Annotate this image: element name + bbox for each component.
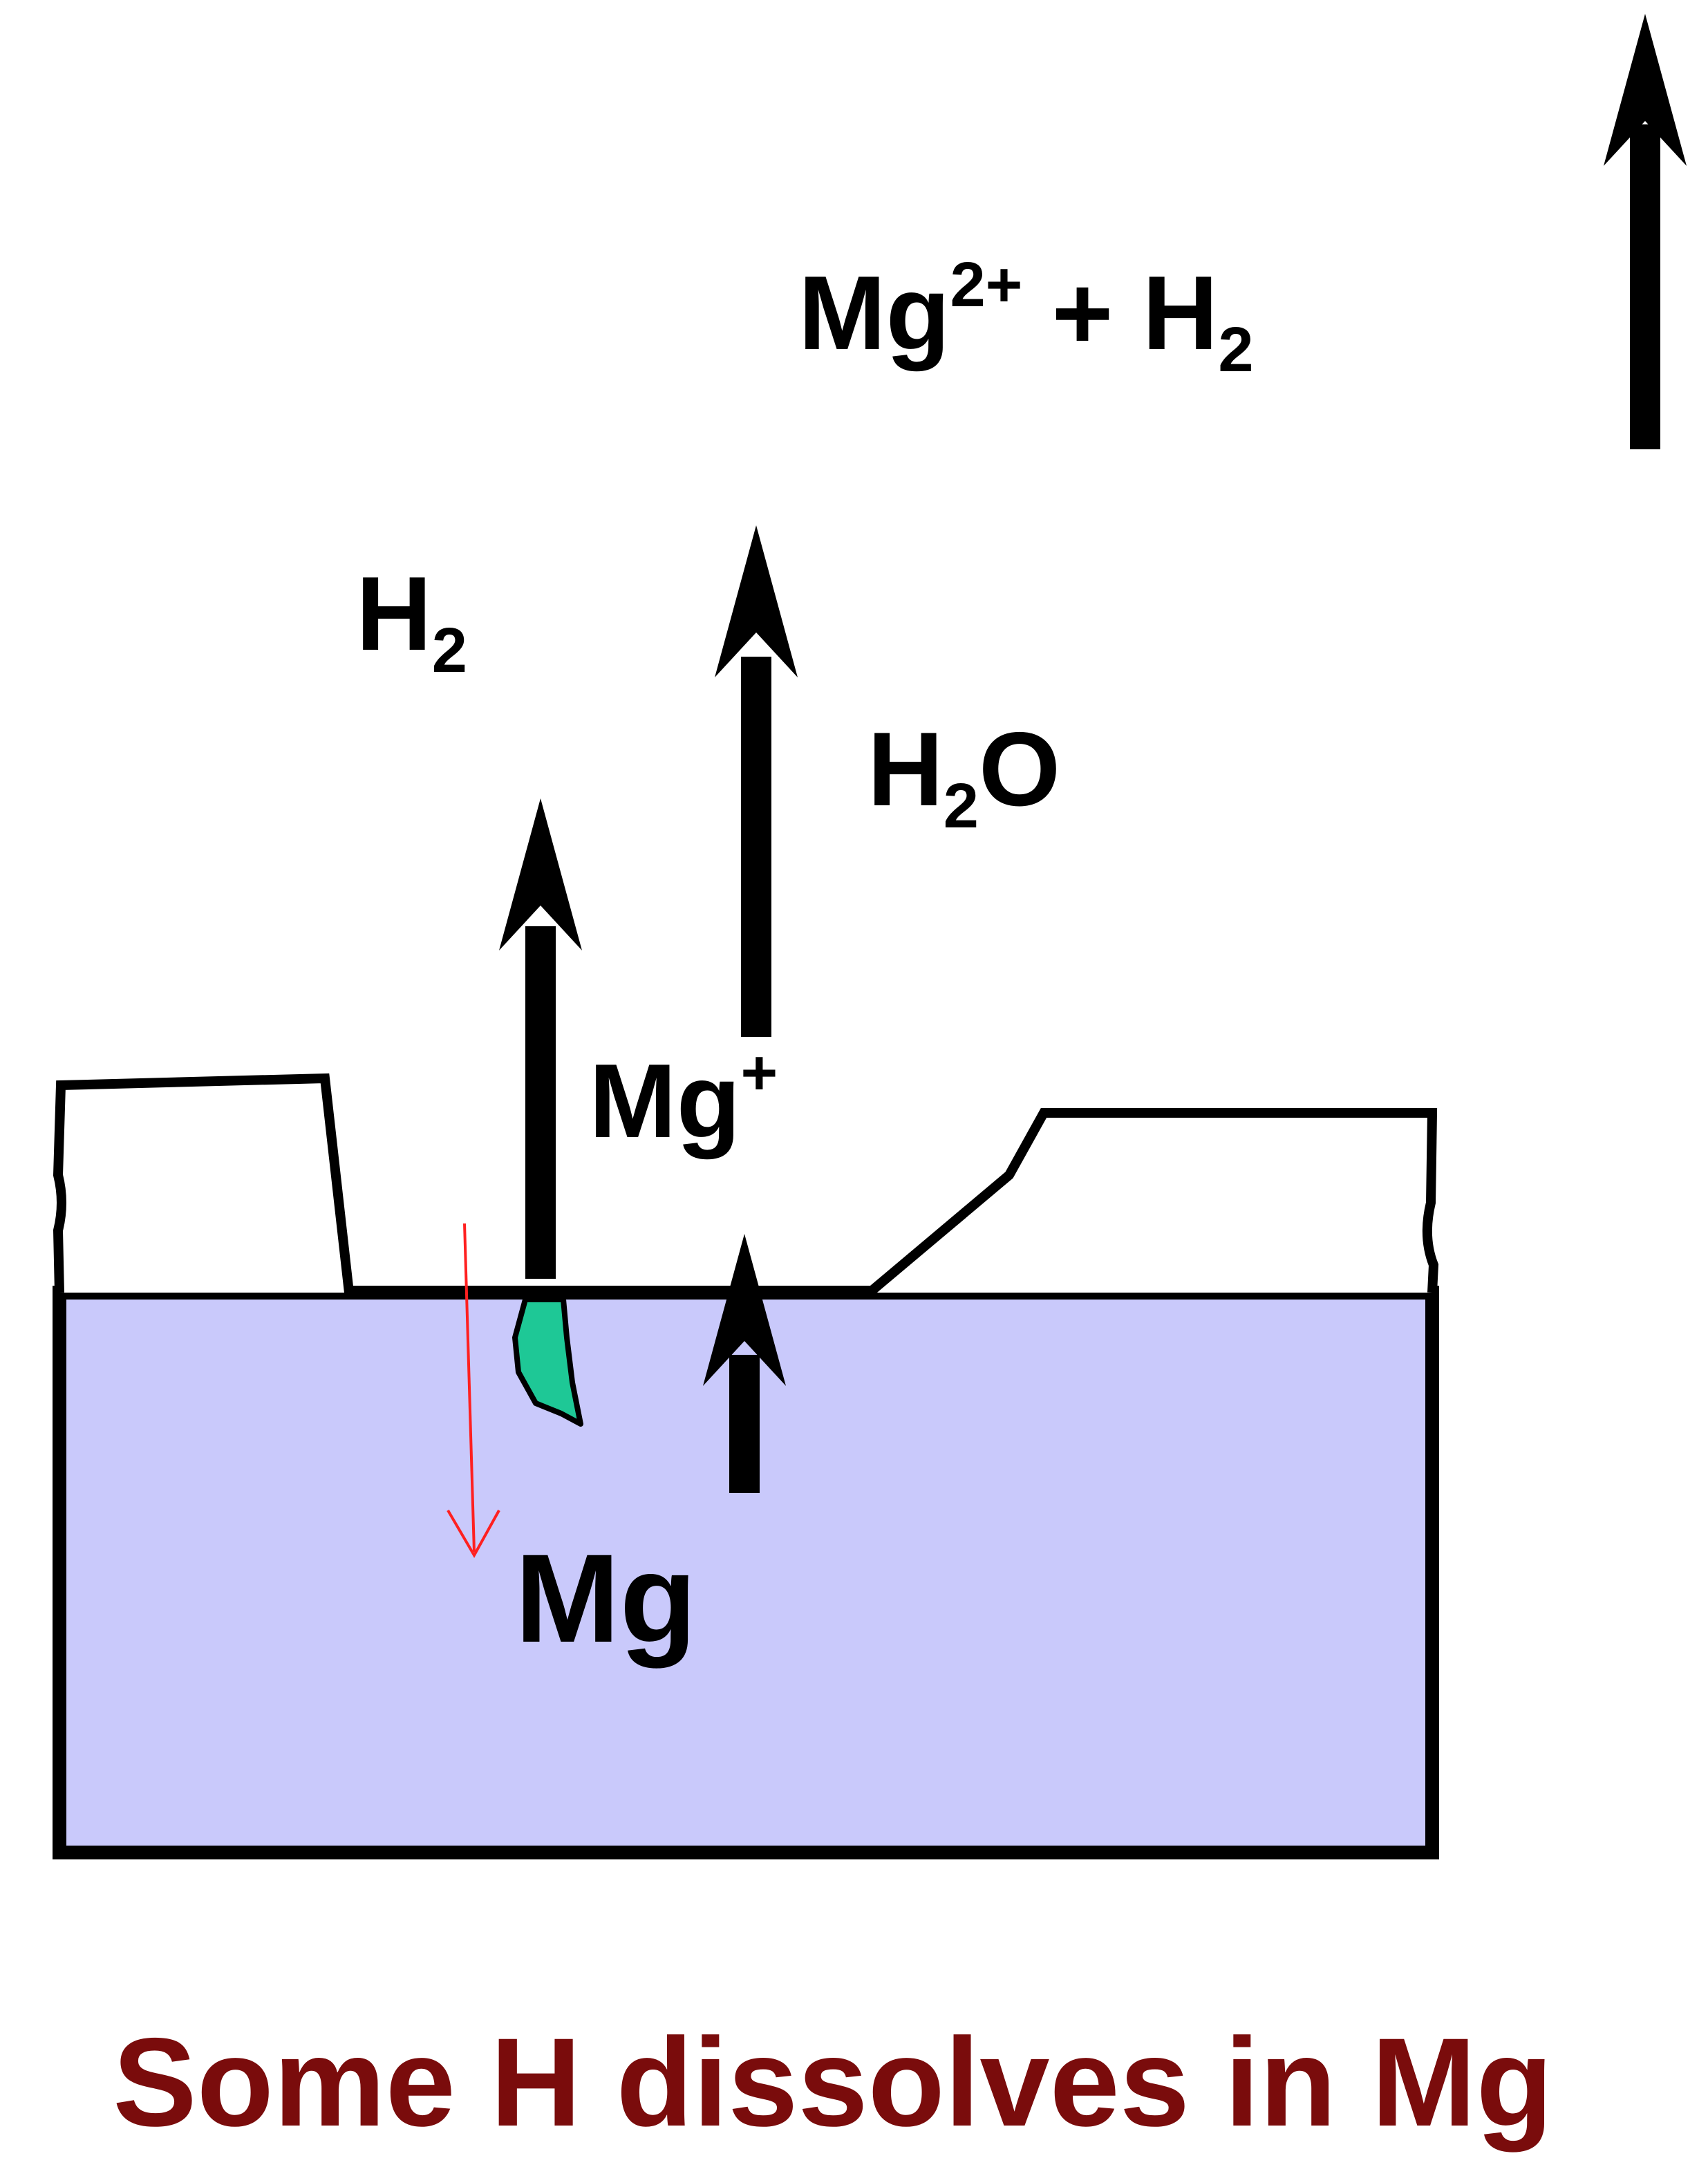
hydrogen-ingress-arrow [447,1223,500,1559]
label-h2: H2 [356,555,467,686]
magnesium-dissolution-arrow [703,1234,786,1493]
right-surface-film [866,1108,1439,1297]
label-mg: Mg [515,1528,697,1669]
left-surface-film [53,1073,354,1293]
impurity-particle [512,1297,583,1427]
water-flux-arrow [715,525,798,1037]
caption: Some H dissolves in Mg [113,2011,1552,2152]
hydrogen-evolution-arrow [499,798,582,1279]
label-mg2-plus-h2: Mg2+ + H2 [798,250,1254,385]
label-mg-plus: Mg+ [589,1038,778,1160]
label-h2o: H2O [867,711,1060,841]
escape-arrow [1604,14,1687,449]
